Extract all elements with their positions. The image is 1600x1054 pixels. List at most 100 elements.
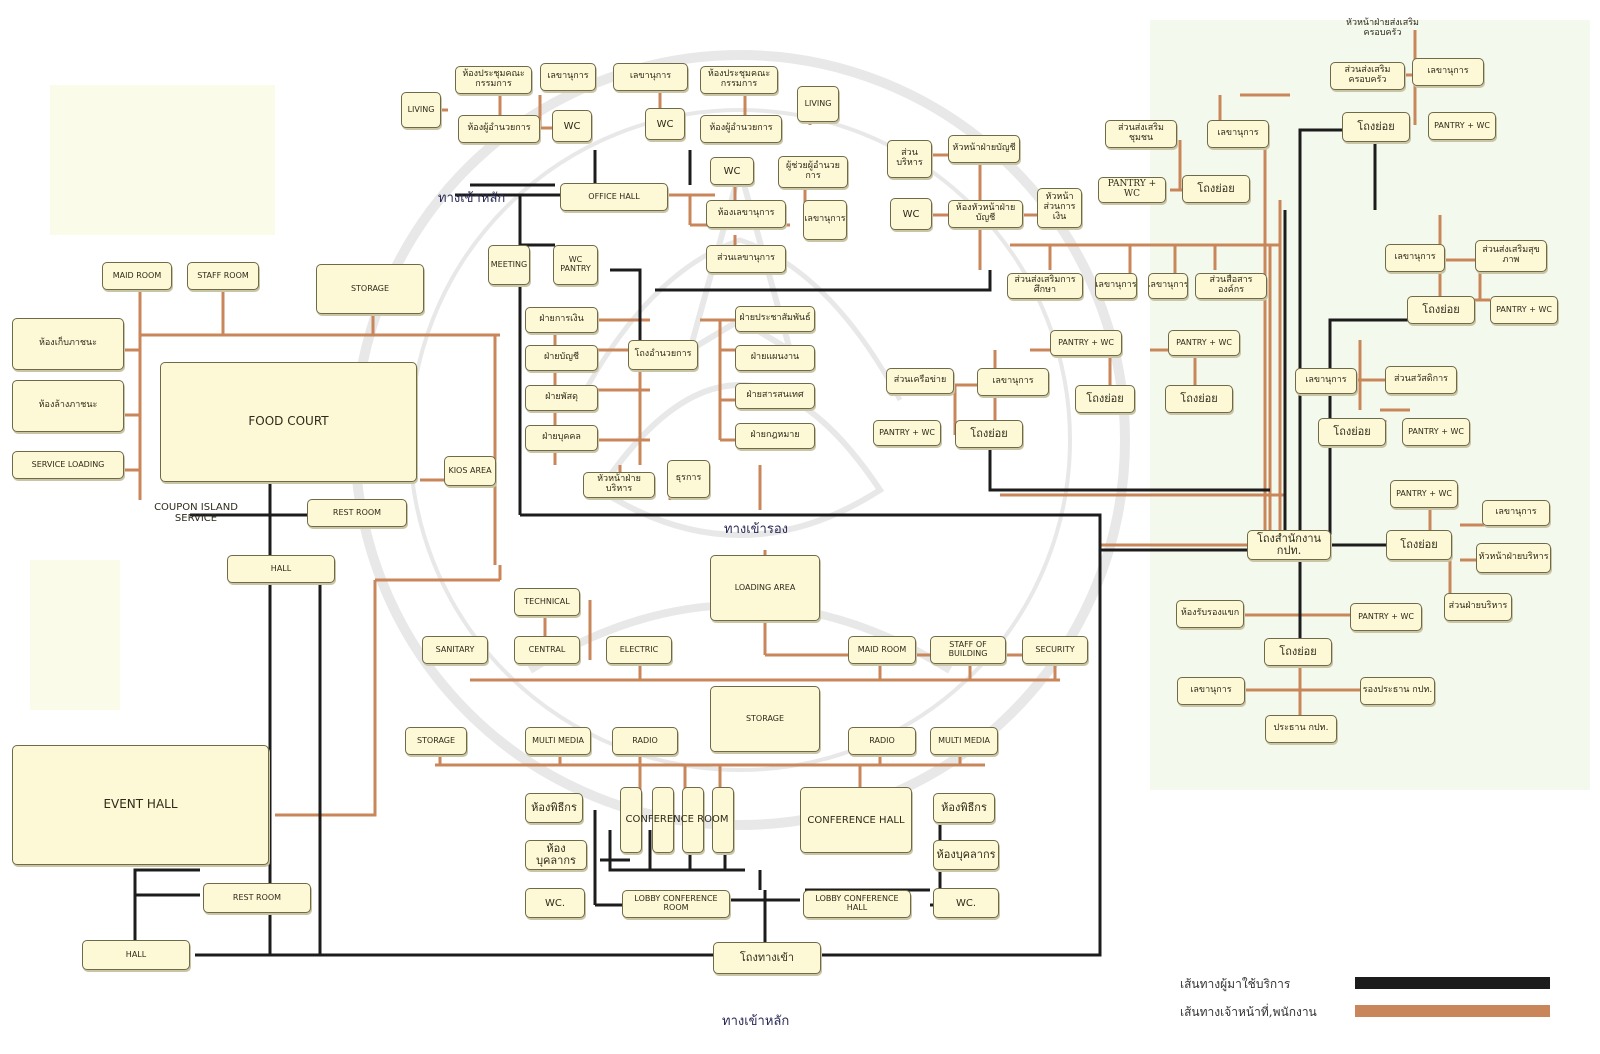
event-hall-box: EVENT HALL	[12, 745, 269, 865]
office-hall-box: OFFICE HALL	[560, 183, 668, 211]
pantry-wc-box-8: PANTRY + WC	[1390, 480, 1458, 508]
main-entrance-bottom-label: ทางเข้าหลัก	[722, 1014, 790, 1029]
lobby-conference-room-box: LOBBY CONFERENCE ROOM	[622, 890, 730, 918]
personnel-room-right-box: ห้องบุคลากร	[933, 840, 999, 870]
living-box-1: LIVING	[401, 92, 441, 128]
secondary-entrance-label: ทางเข้ารอง	[724, 522, 788, 537]
hall-box-2: HALL	[82, 940, 190, 970]
dish-wash-box: ห้องล้างภาชนะ	[12, 380, 124, 432]
pantry-wc-box-4: PANTRY + WC	[1098, 177, 1166, 203]
communication-section-box: ส่วนสื่อสารองค์กร	[1195, 273, 1267, 299]
pantry-wc-box-5: PANTRY + WC	[1428, 112, 1496, 140]
multimedia-box-2: MULTI MEDIA	[930, 727, 998, 755]
chair-box: ประธาน กปท.	[1265, 715, 1337, 743]
meeting-box: MEETING	[488, 245, 530, 285]
lobby-conference-hall-box: LOBBY CONFERENCE HALL	[803, 890, 911, 918]
conference-hall-box: CONFERENCE HALL	[800, 787, 912, 853]
dept-a-box: ฝ่ายการเงิน	[525, 307, 598, 333]
service-zone-background	[50, 85, 275, 235]
security-box: SECURITY	[1022, 636, 1088, 664]
office-main-hall-box: โถงสำนักงาน กปท.	[1247, 530, 1331, 560]
legend-staff-label: เส้นทางเจ้าหน้าที่,พนักงาน	[1180, 1005, 1317, 1019]
wc-pantry-box: WC PANTRY	[553, 245, 598, 285]
emcee-room-right-box: ห้องพิธีกร	[933, 793, 995, 823]
health-section-box: ส่วนส่งเสริมสุขภาพ	[1475, 240, 1547, 272]
legal-dept-box: ฝ่ายกฎหมาย	[735, 423, 815, 449]
electric-box: ELECTRIC	[606, 636, 672, 664]
director-office-box-2: ห้องผู้อำนวยการ	[700, 115, 782, 143]
radio-box-1: RADIO	[612, 727, 678, 755]
secretary-box-4: เลขานุการ	[1095, 273, 1137, 299]
sub-hall-box-d: โถงย่อย	[1182, 175, 1250, 203]
pr-dept-box: ฝ่ายประชาสัมพันธ์	[735, 306, 815, 332]
storage-box-center: STORAGE	[710, 686, 820, 752]
pantry-wc-box-2: PANTRY + WC	[1168, 330, 1240, 356]
sub-hall-box-b: โถงย่อย	[1165, 385, 1233, 413]
sub-hall-box-f: โถงย่อย	[1407, 296, 1475, 324]
head-admin-2-box: หัวหน้าฝ่ายบริหาร	[1476, 543, 1551, 573]
entrance-hall-box: โถงทางเข้า	[713, 942, 821, 974]
director-office-box-1: ห้องผู้อำนวยการ	[458, 115, 540, 143]
conference-room-label: CONFERENCE ROOM	[625, 813, 729, 825]
sub-hall-box-c: โถงย่อย	[955, 420, 1023, 448]
head-admin-box: หัวหน้าฝ่ายบริหาร	[583, 472, 655, 498]
rest-room-box-2: REST ROOM	[203, 883, 311, 913]
food-court-box: FOOD COURT	[160, 362, 417, 482]
reception-box: ห้องรับรองแขก	[1176, 600, 1244, 628]
storage-box-left-2: STORAGE	[405, 727, 467, 755]
dish-storage-box: ห้องเก็บภาชนะ	[12, 318, 124, 370]
vice-chair-box: รองประธาน กปท.	[1360, 677, 1435, 705]
conference-room-part-2	[652, 787, 674, 853]
board-meeting-room-box-1: ห้องประชุมคณะกรรมการ	[455, 66, 532, 94]
maid-room-box: MAID ROOM	[102, 262, 172, 290]
secretary-box-9: เลขานุการ	[1385, 244, 1445, 272]
conference-room-part-3	[682, 787, 704, 853]
wc-box-right: WC.	[933, 888, 999, 918]
welfare-section-box: ส่วนสวัสดิการ	[1385, 366, 1457, 394]
coupon-island-label: COUPON ISLAND SERVICE	[154, 502, 238, 524]
legend-staff-swatch	[1355, 1005, 1550, 1017]
secretary-box-1: เลขานุการ	[540, 63, 596, 91]
wc-box-left: WC.	[525, 888, 585, 918]
sub-hall-box-g: โถงย่อย	[1318, 418, 1386, 446]
dept-d-box: ฝ่ายบุคคล	[525, 425, 598, 451]
technical-box: TECHNICAL	[514, 588, 580, 616]
sub-hall-box-e: โถงย่อย	[1342, 112, 1410, 142]
legend-visitor-swatch	[1355, 977, 1550, 989]
pantry-wc-box-1: PANTRY + WC	[1050, 330, 1122, 356]
loading-area-box: LOADING AREA	[710, 555, 820, 621]
kiosk-area-box: KIOS AREA	[444, 456, 496, 486]
network-section-box: ส่วนเครือข่าย	[886, 368, 954, 394]
staff-room-box: STAFF ROOM	[187, 262, 259, 290]
secretary-box-5: เลขานุการ	[1148, 273, 1188, 299]
planning-dept-box: ฝ่ายแผนงาน	[735, 345, 815, 371]
sub-hall-box-h: โถงย่อย	[1386, 530, 1452, 560]
service-zone-background-2	[30, 560, 120, 710]
secretary-box-13: เลขานุการ	[1177, 677, 1245, 705]
wc-box-2: WC	[645, 108, 685, 140]
dept-c-box: ฝ่ายพัสดุ	[525, 385, 598, 411]
deputy-director-box: ผู้ช่วยผู้อำนวยการ	[778, 156, 848, 188]
conference-room-part-1	[620, 787, 642, 853]
secretary-box-6: เลขานุการ	[977, 368, 1049, 396]
sub-hall-box-a: โถงย่อย	[1075, 385, 1135, 413]
secretary-department-box: ส่วนเลขานุการ	[706, 245, 786, 273]
head-family-label: หัวหน้าฝ่ายส่งเสริมครอบครัว	[1346, 18, 1419, 38]
admin-section-box: ส่วนบริหาร	[887, 140, 932, 178]
hall-box-1: HALL	[227, 555, 335, 583]
clerk-box: ธุรการ	[667, 460, 710, 498]
legend-visitor-label: เส้นทางผู้มาใช้บริการ	[1180, 977, 1291, 991]
dept-b-box: ฝ่ายบัญชี	[525, 345, 598, 371]
storage-box-left: STORAGE	[316, 264, 424, 314]
sub-hall-box-i: โถงย่อย	[1264, 638, 1332, 666]
community-section-box: ส่วนส่งเสริมชุมชน	[1105, 120, 1177, 148]
education-section-box: ส่วนส่งเสริมการศึกษา	[1007, 273, 1083, 299]
service-loading-box: SERVICE LOADING	[12, 451, 124, 479]
maid-room-box-right: MAID ROOM	[848, 636, 916, 664]
radio-box-2: RADIO	[848, 727, 916, 755]
pantry-wc-box-10: PANTRY + WC	[1350, 603, 1422, 631]
emcee-room-left-box: ห้องพิธีกร	[525, 793, 583, 823]
general-admin-hall-box: โถงอำนวยการ	[628, 340, 698, 370]
head-finance-box: หัวหน้าส่วนการเงิน	[1037, 188, 1082, 228]
family-section-box: ส่วนส่งเสริมครอบครัว	[1330, 62, 1405, 90]
